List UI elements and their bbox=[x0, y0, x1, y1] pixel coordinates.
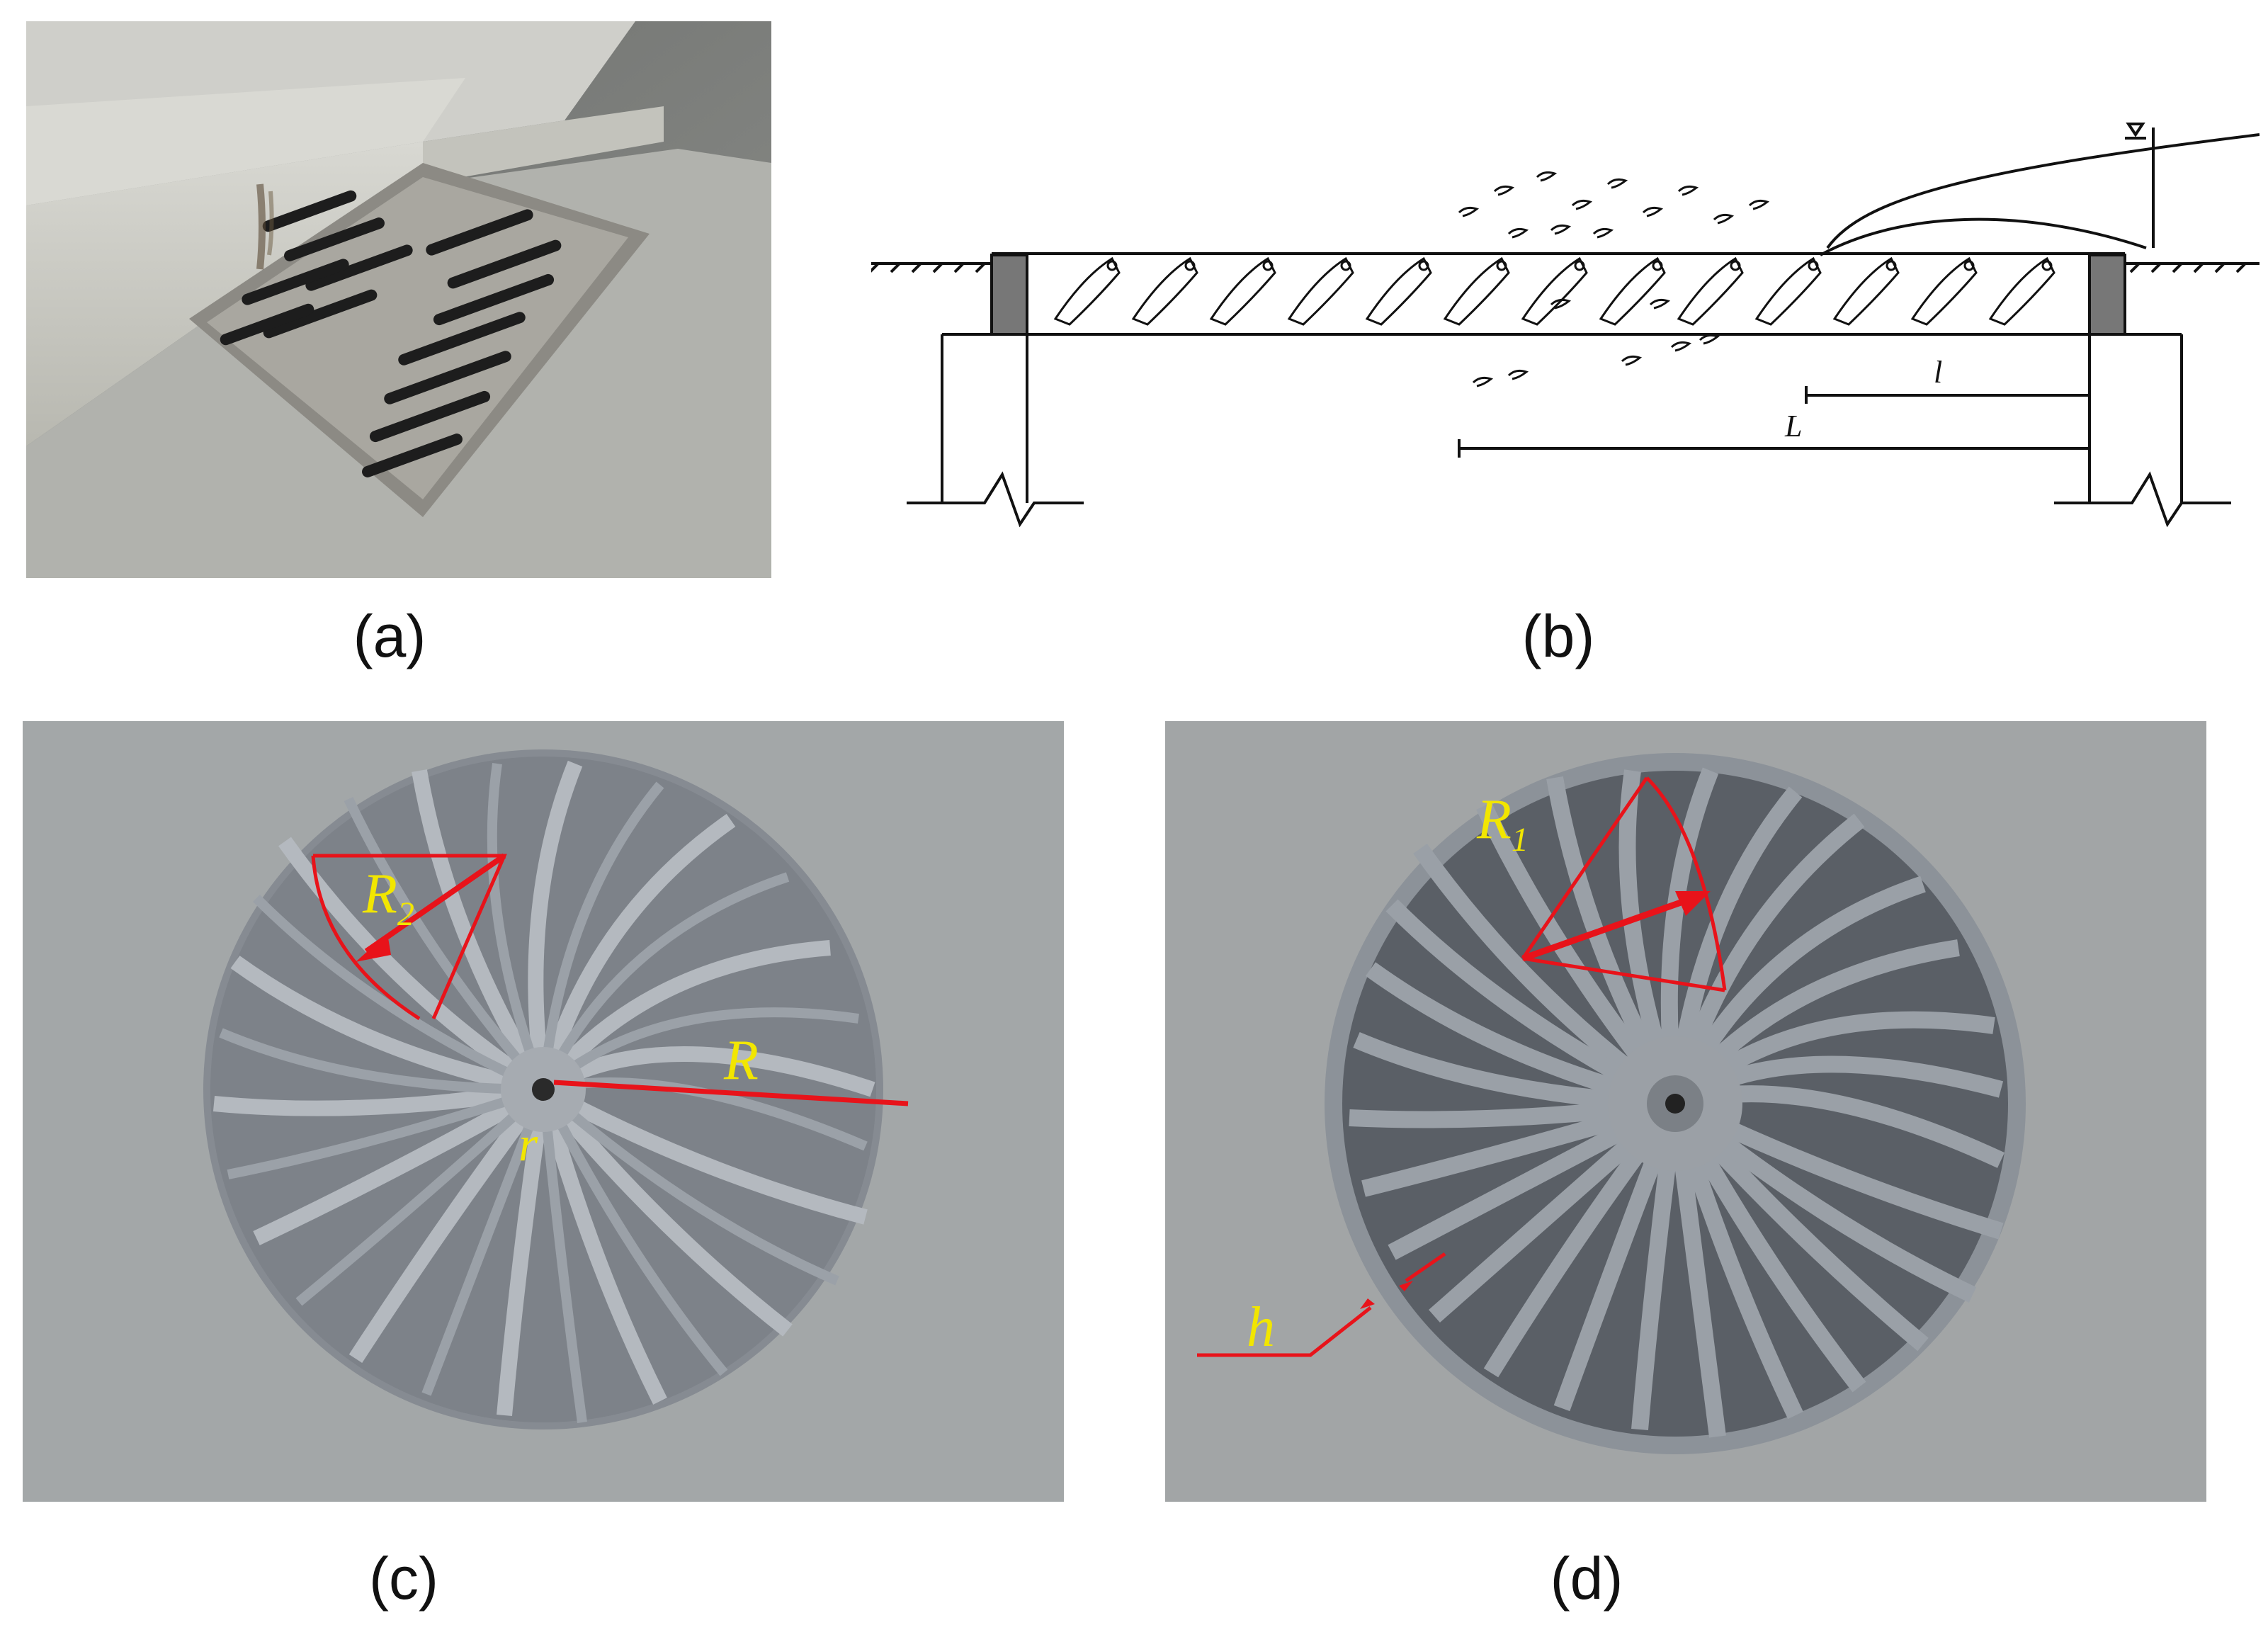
caption-d: (d) bbox=[1550, 1545, 1623, 1612]
caption-b: (b) bbox=[1521, 603, 1595, 669]
label-L: L bbox=[1784, 409, 1802, 443]
photo-spiral-grate-top: R r R2 bbox=[23, 721, 1064, 1502]
label-l: l bbox=[1934, 355, 1942, 390]
label-r: r bbox=[518, 1117, 538, 1172]
caption-a: (a) bbox=[353, 603, 426, 669]
label-R2: R2 bbox=[362, 863, 414, 933]
label-R: R bbox=[723, 1029, 759, 1092]
photo-road-grate bbox=[26, 21, 771, 578]
caption-c: (c) bbox=[369, 1545, 438, 1612]
label-R1: R1 bbox=[1476, 788, 1529, 859]
schematic-grate-diagram: l L bbox=[871, 106, 2260, 545]
label-h: h bbox=[1247, 1296, 1275, 1359]
photo-spiral-grate-bottom: R1 h bbox=[1165, 721, 2206, 1502]
